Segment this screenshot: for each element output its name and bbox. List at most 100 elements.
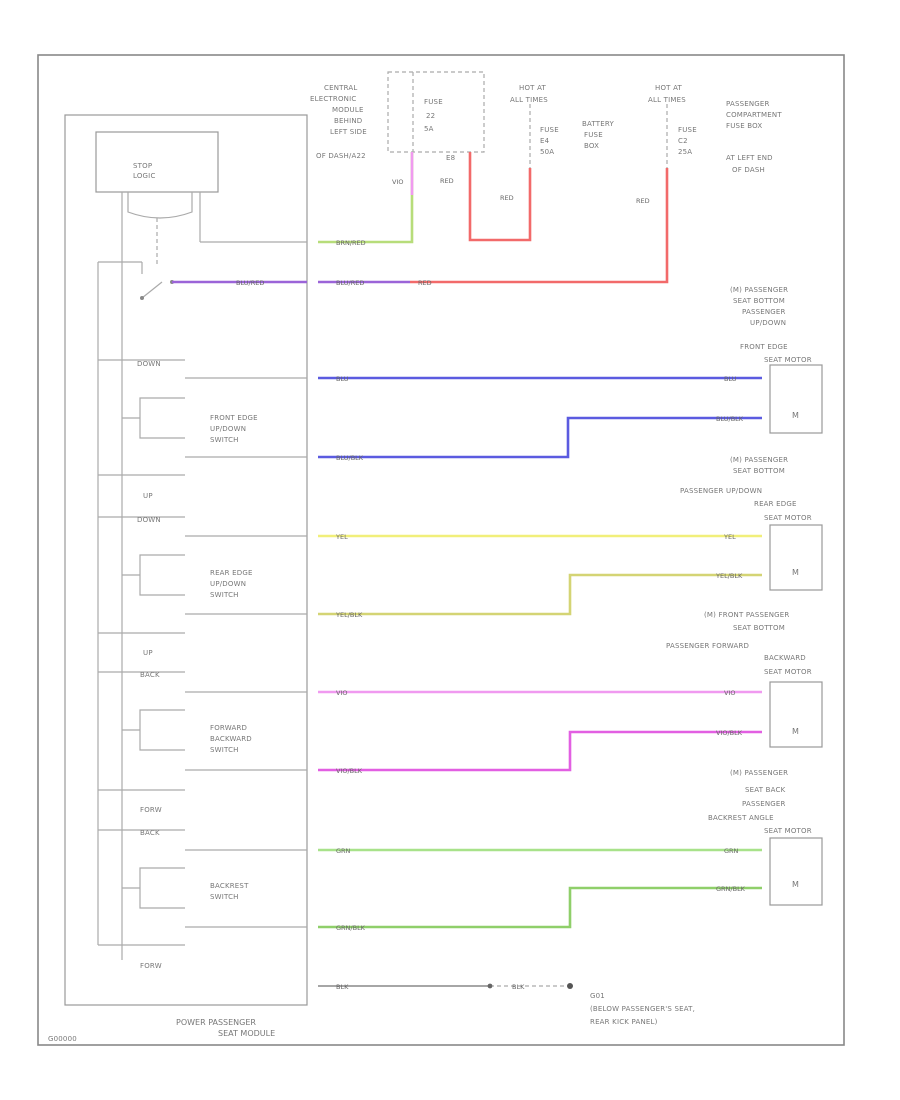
m3-line5: SEAT MOTOR — [764, 668, 812, 676]
fuse3-line1: FUSE — [678, 126, 697, 134]
fuse3-line2: C2 — [678, 137, 688, 145]
wire-label-vio-1: VIO — [336, 689, 347, 697]
stop-logic-box — [95, 131, 219, 193]
relay-pivot — [140, 296, 144, 300]
switch-down-2: DOWN — [137, 516, 161, 524]
cem-line5: LEFT SIDE — [330, 128, 367, 136]
wire-blu-blk — [318, 416, 762, 459]
wire-label-vio: VIO — [392, 178, 403, 186]
wire-label-yel-blk-2: YEL/BLK — [715, 572, 743, 580]
front-edge-line3: SWITCH — [210, 436, 239, 444]
wire-label-vio-blk-1: VIO/BLK — [336, 767, 363, 775]
ground-line3: REAR KICK PANEL) — [590, 1018, 658, 1026]
relay-switch-blade — [141, 281, 163, 299]
passenger-box-line3: FUSE BOX — [726, 122, 762, 130]
passenger-box-line1: PASSENGER — [726, 100, 770, 108]
rear-edge-line3: SWITCH — [210, 591, 239, 599]
ground-line1: G01 — [590, 992, 605, 1000]
fuse2-line2: E4 — [540, 137, 550, 145]
wire-label-red-1: RED — [440, 177, 454, 185]
cem-fuse-box — [387, 71, 485, 153]
wire-label-red-4: RED — [418, 279, 432, 287]
switch-back-2: BACK — [140, 829, 160, 837]
front-edge-line1: FRONT EDGE — [210, 414, 258, 422]
m3-line4: BACKWARD — [764, 654, 806, 662]
fuse2-line3: 50A — [540, 148, 554, 156]
hot-at-2-line1: HOT AT — [655, 84, 683, 92]
m4-line4: BACKREST ANGLE — [708, 814, 774, 822]
m2-line5: SEAT MOTOR — [764, 514, 812, 522]
rear-edge-line2: UP/DOWN — [210, 580, 246, 588]
m4-line3: PASSENGER — [742, 800, 786, 808]
ground-splice — [487, 983, 493, 989]
wire-label-blu-red-2: BLU/RED — [336, 279, 364, 287]
hot-at-1-line2: ALL TIMES — [510, 96, 548, 104]
ground-line2: (BELOW PASSENGER'S SEAT, — [590, 1005, 695, 1013]
cem-line1: CENTRAL — [324, 84, 358, 92]
outer-frame — [37, 54, 845, 1046]
wire-label-grn-1: GRN — [336, 847, 351, 855]
hot-at-1-line1: HOT AT — [519, 84, 547, 92]
m2-line3: PASSENGER UP/DOWN — [680, 487, 762, 495]
wire-red-passenger — [410, 168, 669, 284]
m1-line1: (M) PASSENGER — [730, 286, 788, 294]
m1-line3: PASSENGER — [742, 308, 786, 316]
passenger-box-line5: OF DASH — [732, 166, 765, 174]
fwd-bwd-line3: SWITCH — [210, 746, 239, 754]
motor-3: M — [769, 681, 823, 748]
wire-label-blu-2: BLU — [724, 375, 737, 383]
wire-label-blu-blk-2: BLU/BLK — [716, 415, 744, 423]
figure-id: G00000 — [48, 1035, 77, 1043]
cem-line3: MODULE — [332, 106, 364, 114]
svg-text:M: M — [792, 880, 799, 889]
cem-line2: ELECTRONIC — [310, 95, 356, 103]
m1-line6: SEAT MOTOR — [764, 356, 812, 364]
switch-array — [98, 359, 185, 946]
wire-label-brn-red: BRN/RED — [336, 239, 366, 247]
wire-label-vio-2: VIO — [724, 689, 735, 697]
stop-logic-line2: LOGIC — [133, 172, 156, 180]
wire-label-grn-2: GRN — [724, 847, 739, 855]
wire-brn-red — [318, 152, 414, 244]
wire-vio-blk — [318, 730, 762, 772]
wire-yel-blk — [318, 573, 762, 616]
wire-grn-blk — [318, 886, 762, 929]
motor-2: M — [769, 524, 823, 591]
m3-line2: SEAT BOTTOM — [733, 624, 785, 632]
m4-line5: SEAT MOTOR — [764, 827, 812, 835]
wire-label-grn-blk-1: GRN/BLK — [336, 924, 366, 932]
m1-line5: FRONT EDGE — [740, 343, 788, 351]
cem-line4: BEHIND — [334, 117, 362, 125]
battery-fuse-line3: BOX — [584, 142, 599, 150]
cem-line6: OF DASH/A22 — [316, 152, 366, 160]
fuse1-line2: 22 — [426, 112, 435, 120]
wire-label-blu-1: BLU — [336, 375, 349, 383]
m2-line2: SEAT BOTTOM — [733, 467, 785, 475]
wire-label-blk: BLK — [336, 983, 349, 991]
fuse3-line3: 25A — [678, 148, 692, 156]
fuse1-pin: E8 — [446, 154, 455, 162]
fwd-bwd-line1: FORWARD — [210, 724, 247, 732]
m3-line3: PASSENGER FORWARD — [666, 642, 749, 650]
switch-up-1: UP — [143, 492, 153, 500]
wire-label-blu-red-1: BLU/RED — [236, 279, 264, 287]
wire-label-red-2: RED — [500, 194, 514, 202]
rear-edge-line1: REAR EDGE — [210, 569, 253, 577]
backrest-line2: SWITCH — [210, 893, 239, 901]
hot-at-2-line2: ALL TIMES — [648, 96, 686, 104]
wire-label-blu-blk-1: BLU/BLK — [336, 454, 364, 462]
battery-fuse-line1: BATTERY — [582, 120, 615, 128]
front-edge-line2: UP/DOWN — [210, 425, 246, 433]
m4-line2: SEAT BACK — [745, 786, 786, 794]
m4-line1: (M) PASSENGER — [730, 769, 788, 777]
backrest-line1: BACKREST — [210, 882, 249, 890]
stop-logic-line1: STOP — [133, 162, 152, 170]
passenger-box-line2: COMPARTMENT — [726, 111, 782, 119]
wire-label-yel-blk-1: YEL/BLK — [335, 611, 363, 619]
battery-fuse-line2: FUSE — [584, 131, 603, 139]
m1-line2: SEAT BOTTOM — [733, 297, 785, 305]
module-box — [64, 114, 308, 1006]
m2-line4: REAR EDGE — [754, 500, 797, 508]
switch-forw-2: FORW — [140, 962, 162, 970]
